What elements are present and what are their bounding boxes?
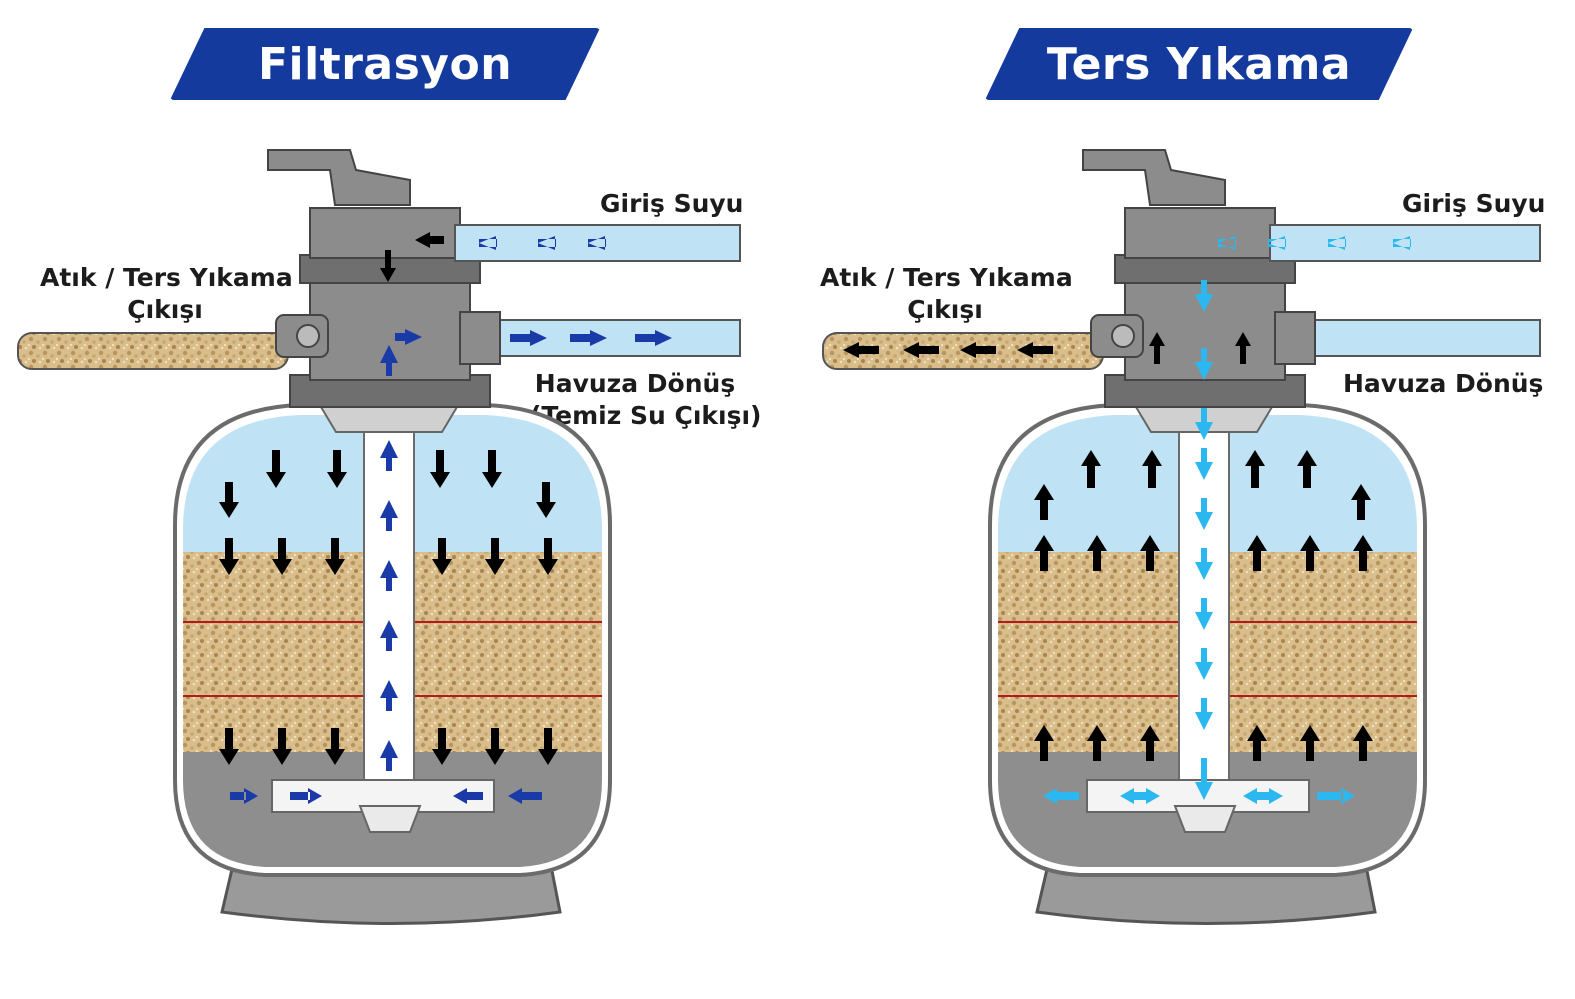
waste-pipe	[17, 332, 289, 370]
flow-arrows-right	[1218, 236, 1411, 250]
inlet-pipe	[1269, 224, 1541, 262]
return-label-right: Havuza Dönüş	[1343, 369, 1544, 398]
waste-label-left-line2: Çıkışı	[127, 295, 203, 324]
backwash-diagram	[822, 149, 1541, 925]
return-label-left-line2: (Temiz Su Çıkışı)	[530, 401, 762, 430]
return-label-left-line1: Havuza Dönüş	[534, 369, 736, 398]
waste-port-cap	[296, 324, 320, 348]
filtration-title-banner: Filtrasyon	[170, 28, 600, 100]
backwash-title: Ters Yıkama	[1046, 38, 1352, 90]
return-port	[1274, 311, 1316, 365]
waste-label-right: Atık / Ters Yıkama Çıkışı	[820, 262, 1073, 326]
valve-top	[1124, 207, 1276, 259]
waste-label-right-line2: Çıkışı	[907, 295, 983, 324]
center-flow-down	[1195, 280, 1213, 800]
waste-label-left-line1: Atık / Ters Yıkama	[40, 263, 293, 292]
hub	[1173, 805, 1237, 833]
waste-label-left: Atık / Ters Yıkama Çıkışı	[40, 262, 293, 326]
valve-handle	[1082, 149, 1226, 206]
valve-ring	[1114, 254, 1296, 284]
return-port	[459, 311, 501, 365]
flow-arrows-left	[479, 236, 672, 346]
lateral-arrows-right	[1043, 788, 1355, 804]
return-label-left: Havuza Dönüş (Temiz Su Çıkışı)	[530, 368, 762, 432]
lateral-arrows-left	[230, 329, 542, 804]
inlet-label-left: Giriş Suyu	[600, 189, 744, 218]
return-pipe	[1289, 319, 1541, 357]
hub	[358, 805, 422, 833]
waste-label-right-line1: Atık / Ters Yıkama	[820, 263, 1073, 292]
bed-arrows-up	[843, 332, 1373, 761]
valve-handle	[267, 149, 411, 206]
waste-port-cap	[1111, 324, 1135, 348]
center-flow-up	[380, 345, 398, 771]
inlet-pipe	[454, 224, 741, 262]
bed-arrows-down	[219, 232, 558, 765]
inlet-label-right: Giriş Suyu	[1402, 189, 1546, 218]
filtration-diagram	[17, 149, 741, 925]
filtration-title: Filtrasyon	[257, 38, 513, 90]
valve-top	[309, 207, 461, 259]
backwash-title-banner: Ters Yıkama	[985, 28, 1413, 100]
